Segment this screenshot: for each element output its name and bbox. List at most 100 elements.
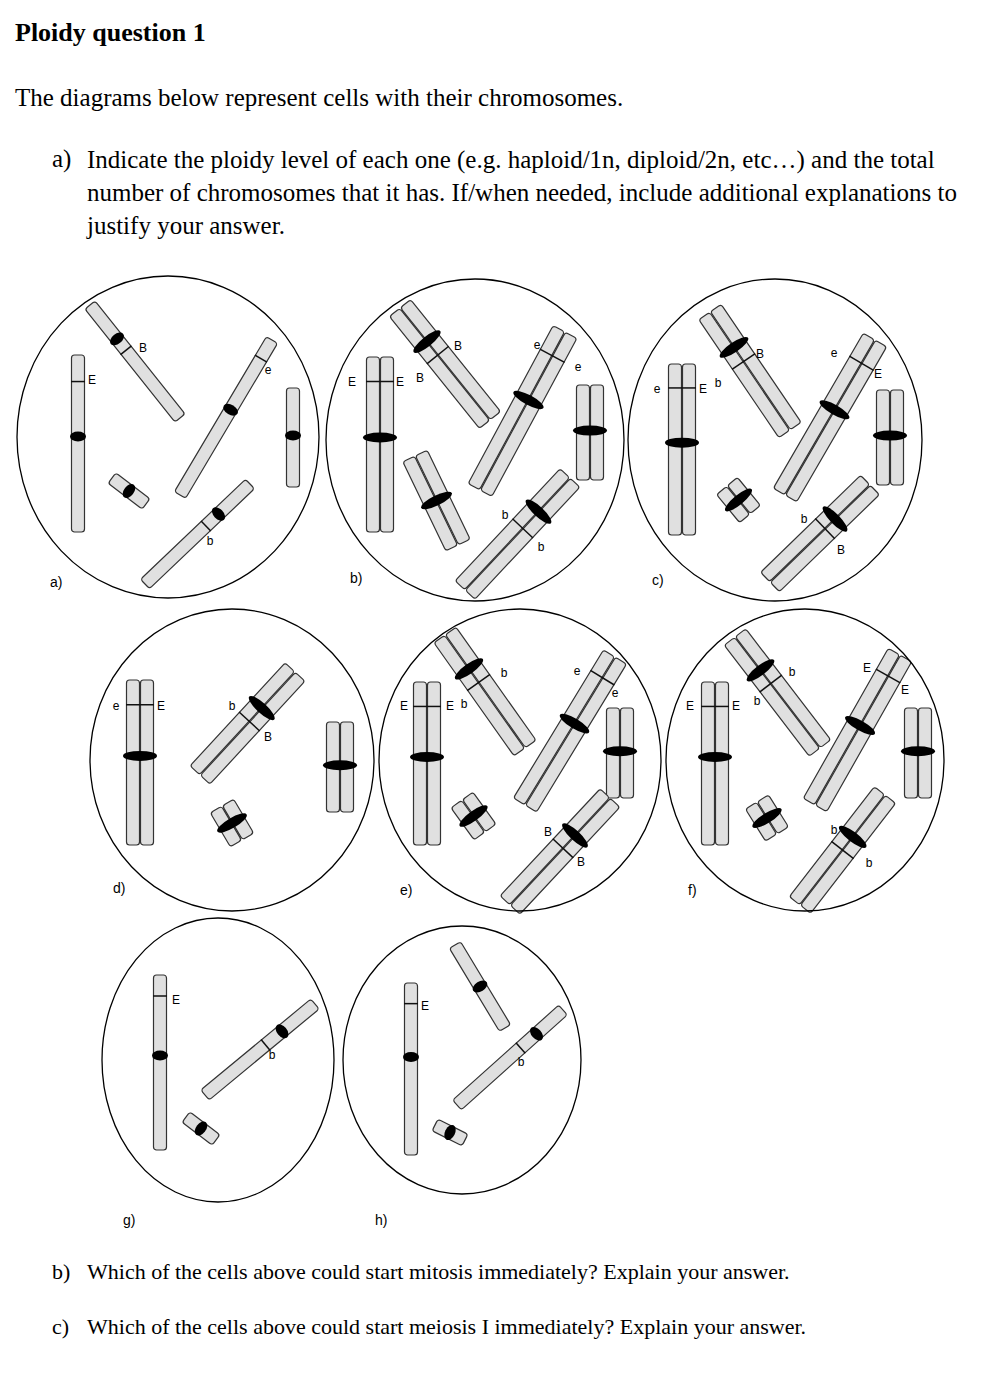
chromatid [773,333,874,495]
cell-letter: a) [50,574,62,590]
chromatid [500,789,609,905]
centromere [192,1119,210,1138]
centromere [511,387,546,412]
centromere [559,820,591,851]
chromatid [405,983,418,1155]
chromosome [510,648,629,814]
page-title: Ploidy question 1 [15,16,206,50]
centromere [573,426,607,436]
cell-letter: g) [123,1212,135,1228]
allele-letter: b [538,541,545,553]
cell-circle: f) [665,608,945,912]
allele-letter: B [837,544,845,556]
chromatid [455,469,569,590]
chromosome [696,302,804,439]
centromere [285,431,301,441]
chromosome [188,660,308,786]
chromosome [200,998,320,1101]
allele-mark [404,1003,418,1005]
chromosome [722,627,834,759]
centromere [108,330,127,348]
allele-letter: b [207,535,214,547]
chromatid [803,648,899,804]
cell-letter: b) [350,570,362,586]
chromosome [285,388,301,487]
cell-outline [16,275,320,599]
chromatid [432,1119,468,1146]
chromatid [389,308,489,428]
chromosome [400,449,474,553]
cell-circle: h) [342,925,582,1195]
cell-outline [89,608,375,912]
allele-letter: E [400,700,408,712]
chromosome [123,680,157,845]
chromosome [787,785,899,916]
allele-mark [413,706,441,708]
allele-mark [153,995,167,997]
allele-letter: e [113,700,120,712]
chromosome [387,297,504,430]
allele-mark [760,675,782,692]
allele-letter: E [732,700,740,712]
cell-membrane [17,276,319,598]
chromatid [513,650,614,805]
chromosome [714,475,763,525]
chromatid [683,364,696,535]
chromatid [761,475,870,581]
allele-letter: E [699,383,707,395]
allele-mark [553,839,573,858]
chromatid [525,657,626,812]
chromatid [154,975,167,1150]
chromosome [323,722,357,812]
cell-outline [342,925,582,1195]
cell-membrane [326,279,624,601]
chromosome [363,357,397,532]
allele-letter: E [88,374,96,386]
cell-letter: d) [113,880,125,896]
chromatid [201,999,319,1100]
cell-letter: c) [652,572,664,588]
chromosome [758,473,882,594]
cell-letter: f) [688,882,697,898]
chromatid [434,635,525,756]
allele-letter: B [416,372,424,384]
chromatid [465,478,579,599]
centromere [523,496,555,527]
chromosome [603,708,637,798]
chromosome [403,983,419,1155]
centromere [873,431,907,441]
intro-text: The diagrams below represent cells with … [15,82,623,115]
chromosome [873,390,907,485]
chromatid [785,340,886,502]
chromatid [453,1005,568,1110]
allele-mark [849,356,873,370]
chromosome [431,625,539,758]
chromatid [200,672,305,784]
chromatid [710,304,801,429]
allele-letter: E [446,700,454,712]
allele-letter: B [577,856,585,868]
chromosome [70,355,86,532]
allele-mark [467,674,490,690]
chromosome [410,682,444,845]
centromere [722,485,755,514]
question-text: Which of the cells above could start mei… [87,1313,806,1342]
centromere [750,805,784,832]
centromere [323,760,357,770]
allele-mark [126,704,154,706]
allele-letter: E [157,700,165,712]
chromosome [498,786,623,916]
allele-letter: E [863,662,871,674]
allele-mark [590,670,614,685]
chromatid [800,795,895,913]
centromere [152,1051,168,1061]
allele-mark [732,354,755,370]
allele-letter: e [534,339,541,351]
question-marker: b) [52,1258,70,1287]
chromatid [468,326,564,490]
chromosome [453,466,583,601]
allele-mark [540,349,565,362]
chromatid [108,473,150,509]
centromere [403,1052,419,1062]
chromosome [698,682,732,845]
